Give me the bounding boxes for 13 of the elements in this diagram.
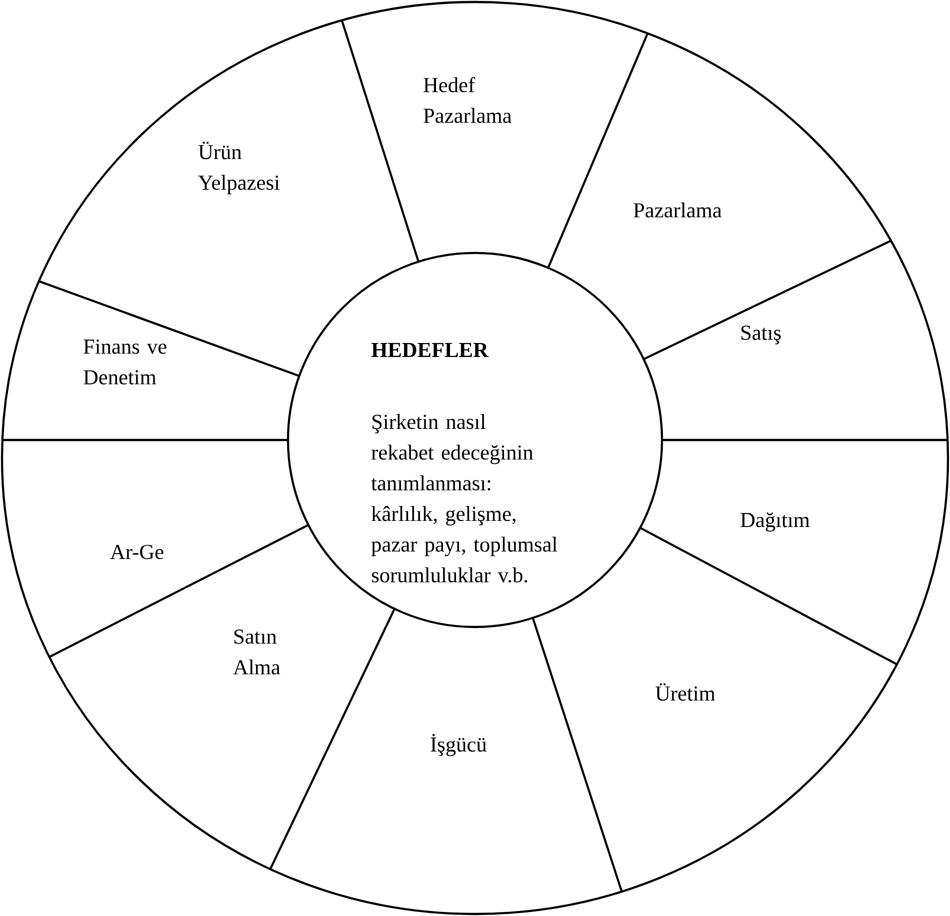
segment-label: İşgücü xyxy=(430,734,487,756)
segment-label: Pazarlama xyxy=(634,202,722,218)
segment-label: Hedef Pazarlama xyxy=(424,77,512,123)
segment-label: Satış xyxy=(741,326,781,344)
segment-label: Satın Alma xyxy=(233,630,280,674)
segment-label: Finans ve Denetim xyxy=(84,340,166,384)
segment-label: Dağıtım xyxy=(740,512,810,532)
segment-label: Ürün Yelpazesi xyxy=(198,142,280,194)
body-text: Şirketin nasıl rekabet edeceğinin tanımlanması: kârlılık, gelişme, pazar payı, toplumsal sorumluluklar v.b. xyxy=(371,414,558,582)
segment-label: Ar-Ge xyxy=(110,544,164,560)
heading: HEDEFLER xyxy=(371,343,489,357)
center-circle xyxy=(286,252,664,628)
segment-label: Üretim xyxy=(655,683,716,701)
